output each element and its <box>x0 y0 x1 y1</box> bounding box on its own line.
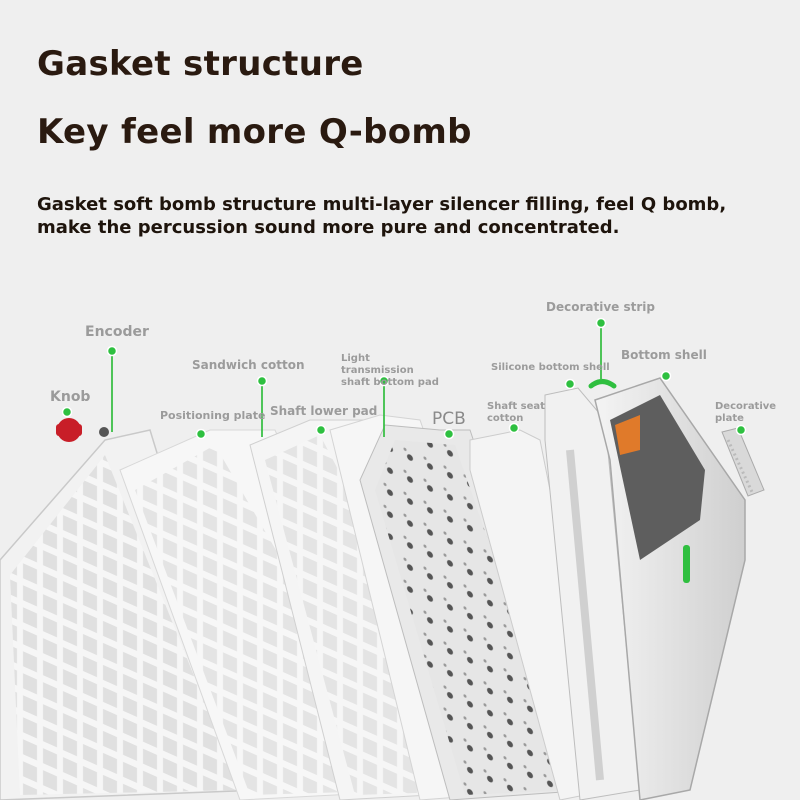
heading-line-1: Gasket structure <box>37 44 364 84</box>
encoder-marker-icon <box>106 345 118 357</box>
decorative-plate-marker-icon <box>735 424 747 436</box>
label-decorative-plate: Decorative plate <box>715 401 777 424</box>
label-light-transmission-pad: Light transmission shaft bottom pad <box>341 353 439 388</box>
bottom-shell-marker-icon <box>660 370 672 382</box>
label-positioning-plate: Positioning plate <box>160 409 266 422</box>
label-sandwich-cotton: Sandwich cotton <box>192 358 305 372</box>
light-transmission-marker-icon <box>378 375 390 387</box>
heading-line-2: Key feel more Q-bomb <box>37 112 472 152</box>
knob-marker-icon <box>61 406 73 418</box>
bottom-shell <box>594 377 746 800</box>
label-shaft-lower-pad: Shaft lower pad <box>270 404 378 418</box>
label-decorative-strip: Decorative strip <box>546 300 655 314</box>
shaft-lower-pad-marker-icon <box>315 424 327 436</box>
decorative-plate <box>721 427 765 497</box>
label-shaft-seat-cotton: Shaft seat cotton <box>487 401 545 424</box>
decorative-strip <box>588 379 617 389</box>
green-indicator <box>683 545 690 583</box>
description-text: Gasket soft bomb structure multi-layer s… <box>37 194 727 238</box>
silicone-bottom-shell-marker-icon <box>564 378 576 390</box>
shaft-seat-cotton-marker-icon <box>508 422 520 434</box>
positioning-plate-marker-icon <box>195 428 207 440</box>
label-knob: Knob <box>50 389 91 405</box>
pcb-marker-icon <box>443 428 455 440</box>
sandwich-cotton-marker-icon <box>256 375 268 387</box>
label-silicone-bottom-shell: Silicone bottom shell <box>491 362 610 373</box>
knob <box>56 418 109 442</box>
label-bottom-shell: Bottom shell <box>621 348 707 362</box>
decorative-strip-marker-icon <box>595 317 607 329</box>
label-pcb: PCB <box>432 409 466 429</box>
leader-lines <box>111 324 602 437</box>
label-encoder: Encoder <box>85 324 149 340</box>
